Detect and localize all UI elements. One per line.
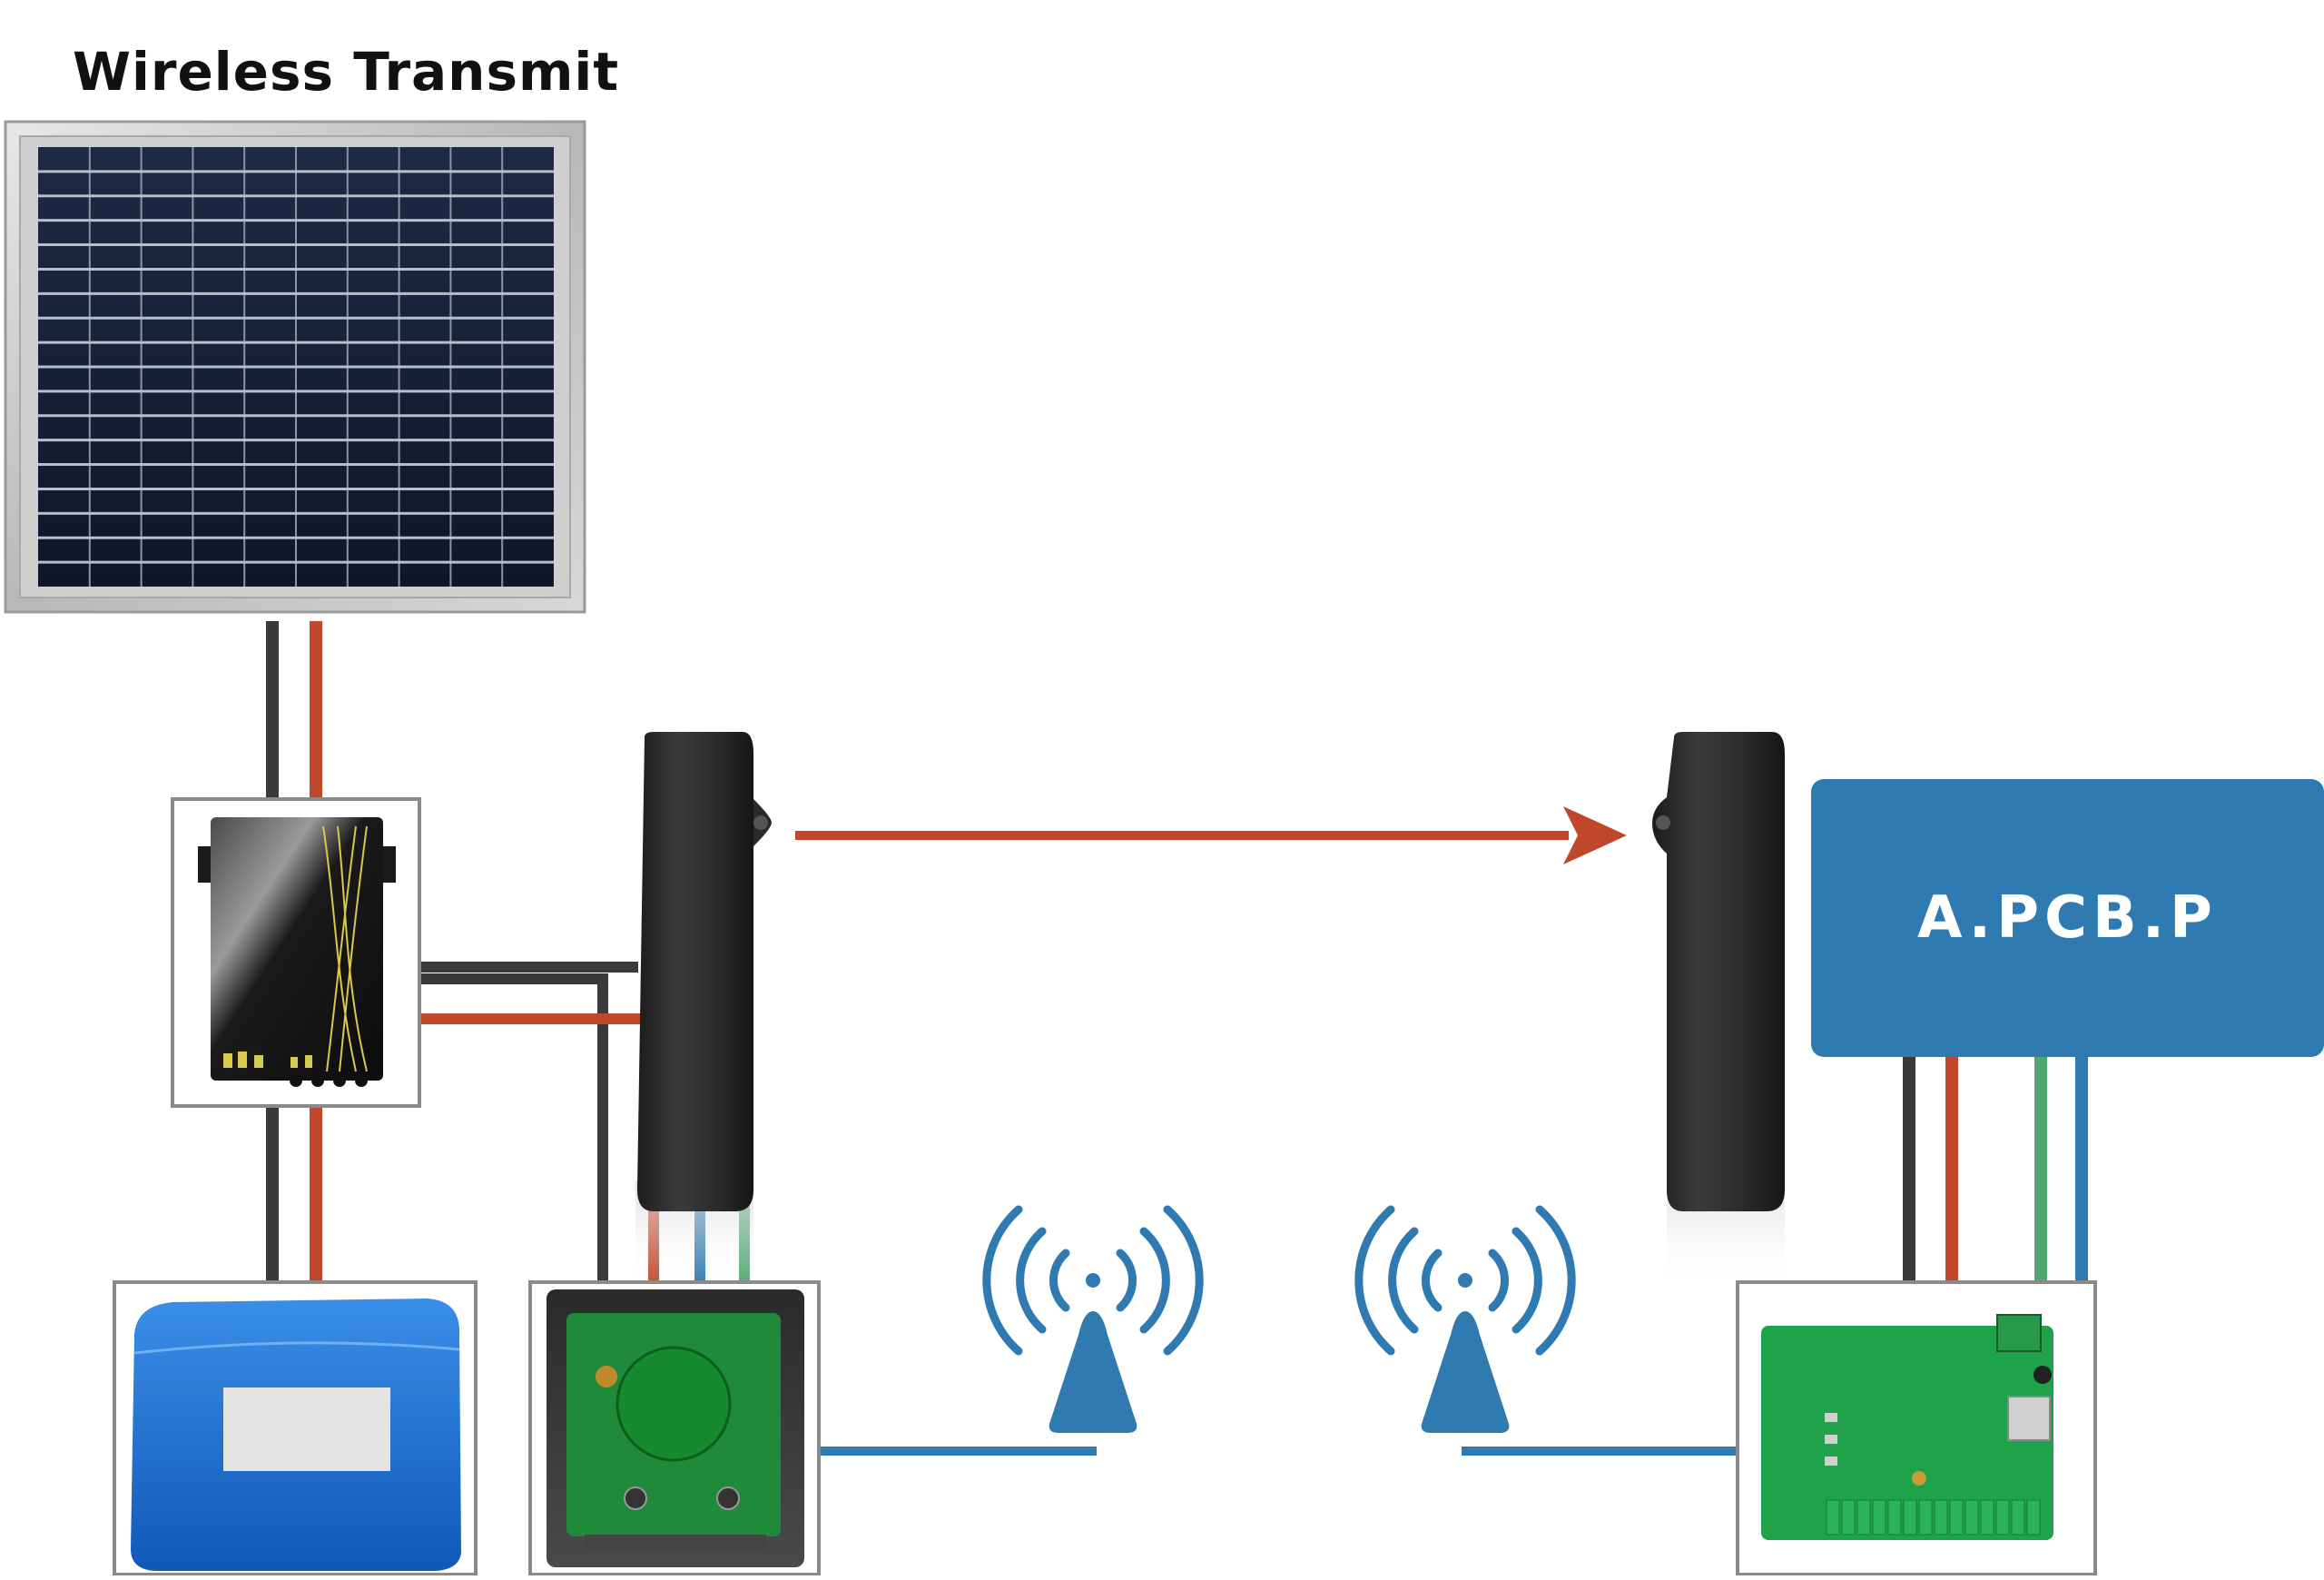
beam-arrow	[795, 806, 1627, 864]
terminal-block	[1872, 1499, 1886, 1536]
charge-controller	[171, 797, 421, 1108]
battery-pack	[113, 1280, 478, 1576]
solar-cell-grid	[38, 147, 554, 587]
wire-controller-board-red	[419, 1013, 659, 1282]
wire-controller-board-black	[419, 973, 608, 1282]
controller-indicator-icons	[223, 1052, 312, 1068]
controller-terminals	[290, 1074, 368, 1087]
transmitter-board	[528, 1280, 821, 1576]
terminal-block	[1918, 1499, 1933, 1536]
buzzer-disc	[615, 1346, 732, 1462]
terminal-block	[1995, 1499, 2010, 1536]
terminal-block	[1856, 1499, 1871, 1536]
wiring	[266, 621, 2088, 1456]
terminal-block	[1965, 1499, 1979, 1536]
tx-antenna-icon	[982, 1205, 1204, 1433]
receiver-sensor	[1652, 732, 1785, 1289]
solar-panel	[4, 120, 586, 614]
terminal-block	[1980, 1499, 1994, 1536]
terminal-block	[1887, 1499, 1902, 1536]
terminal-block	[1826, 1499, 1840, 1536]
receiver-io-board	[1736, 1280, 2097, 1576]
pcb-box	[1811, 779, 2324, 1057]
diagram-title: Wireless Transmit	[73, 41, 620, 103]
terminal-block	[2026, 1499, 2041, 1536]
rx-antenna-icon	[1354, 1205, 1576, 1433]
terminal-block	[1934, 1499, 1948, 1536]
terminal-block-row	[1826, 1499, 2041, 1536]
terminal-block	[1903, 1499, 1917, 1536]
terminal-block	[2011, 1499, 2025, 1536]
battery-label-sticker	[223, 1387, 390, 1471]
transmitter-sensor	[635, 732, 772, 1289]
terminal-block	[1841, 1499, 1856, 1536]
terminal-block	[1949, 1499, 1964, 1536]
